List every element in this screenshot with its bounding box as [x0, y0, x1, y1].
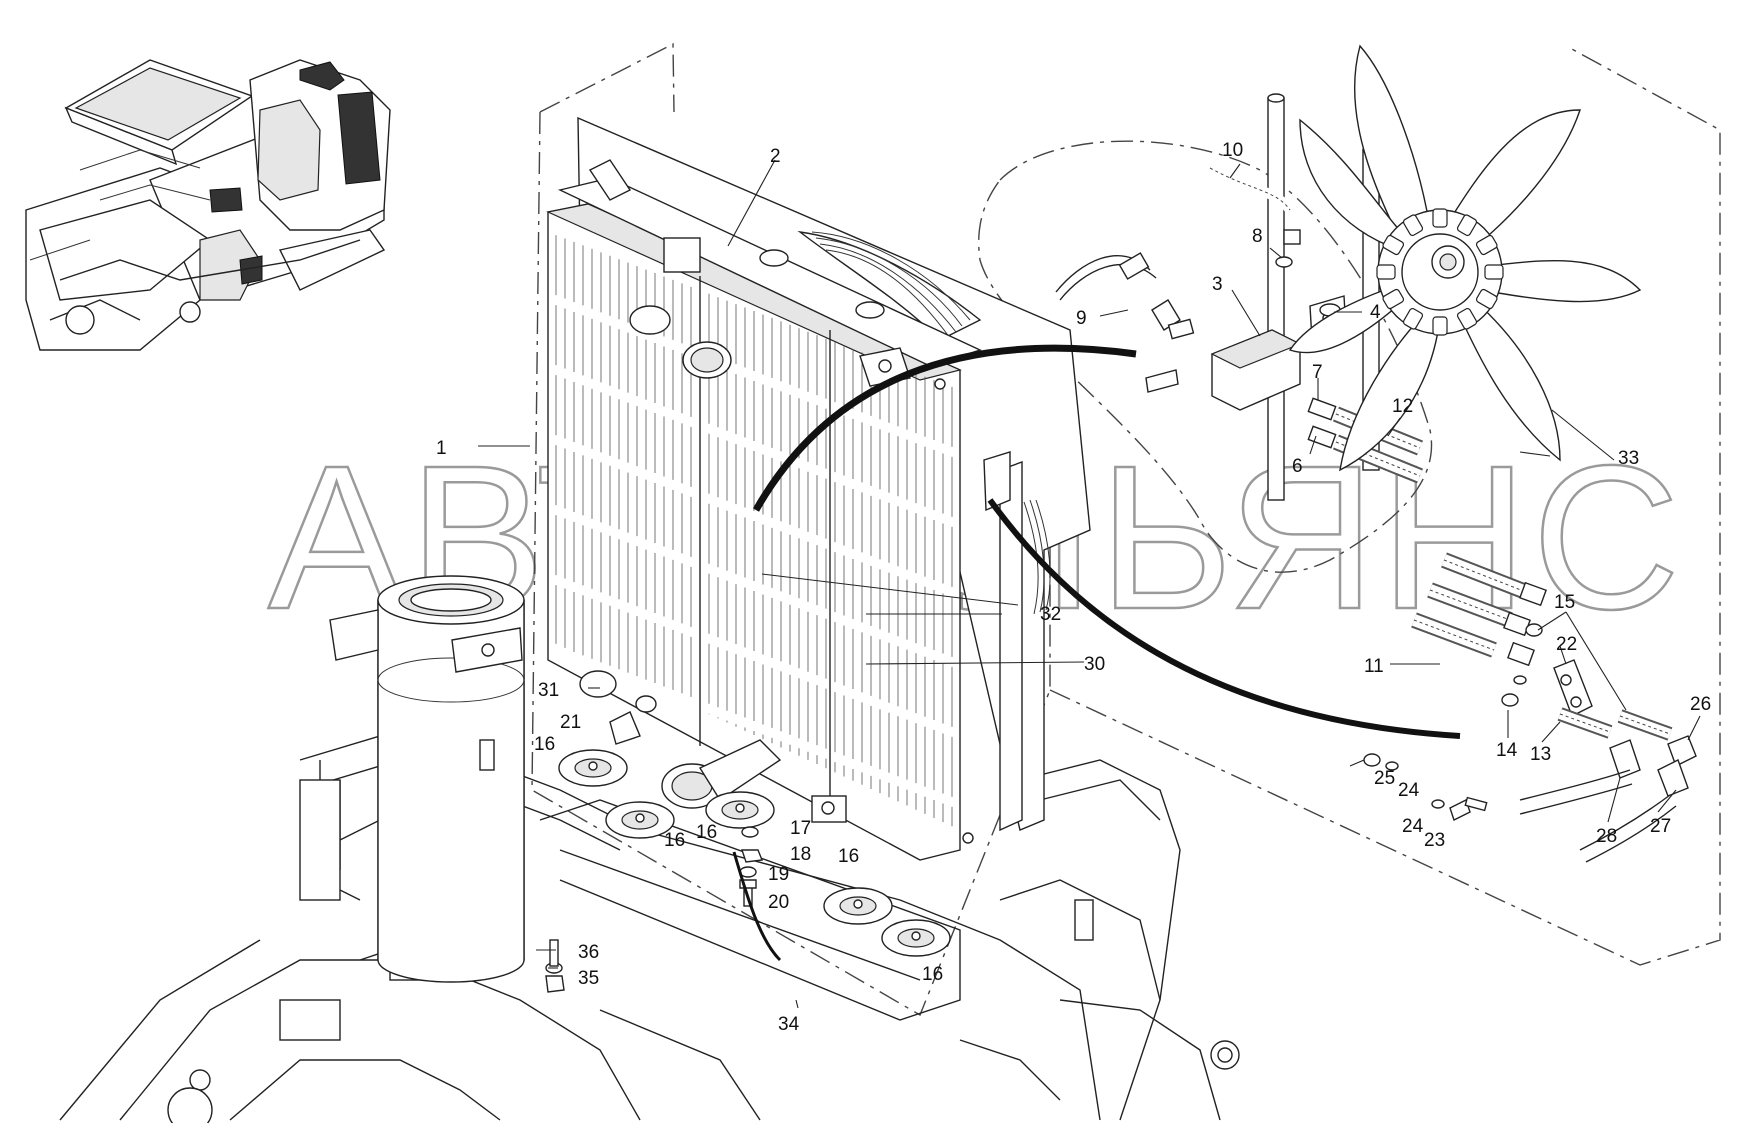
radiator-core-fins	[555, 235, 953, 827]
callout-9: 9	[1076, 308, 1087, 329]
callout-17: 17	[790, 818, 811, 839]
callout-15: 15	[1554, 592, 1575, 613]
frame-chassis	[59, 729, 1240, 1128]
callout-27: 27	[1650, 816, 1671, 837]
callout-16-b: 16	[664, 830, 685, 851]
machine-inset	[25, 59, 391, 351]
callout-31: 31	[538, 680, 559, 701]
fan-hub-lug	[1376, 264, 1396, 280]
callout-28: 28	[1596, 826, 1617, 847]
fan-hub-lug	[1432, 316, 1448, 336]
callout-23: 23	[1424, 830, 1445, 851]
callout-12: 12	[1392, 396, 1413, 417]
leader-lines	[478, 159, 1701, 1009]
callout-2: 2	[770, 146, 781, 167]
fan-hub-lug	[1402, 307, 1424, 330]
mount-pads	[558, 749, 951, 957]
fan-hub-lug	[1402, 214, 1424, 237]
callout-4: 4	[1370, 302, 1381, 323]
fan-impeller	[1288, 44, 1642, 472]
fan-hub-lug	[1456, 307, 1478, 330]
fan-hub-lug	[1456, 214, 1478, 237]
callout-33: 33	[1618, 448, 1639, 469]
callout-10: 10	[1222, 140, 1243, 161]
callout-32: 32	[1040, 604, 1061, 625]
callout-30: 30	[1084, 654, 1105, 675]
callout-16-e: 16	[922, 964, 943, 985]
callout-1: 1	[436, 438, 447, 459]
callout-18: 18	[790, 844, 811, 865]
callout-7: 7	[1312, 362, 1323, 383]
fan-hub-lug	[1432, 208, 1448, 228]
callout-24-b: 24	[1402, 816, 1424, 837]
callout-20: 20	[768, 892, 789, 913]
fan-hub-lug	[1484, 264, 1504, 280]
fan-hub-lug	[1475, 234, 1498, 256]
callout-25: 25	[1374, 768, 1395, 789]
callout-35: 35	[578, 968, 599, 989]
callout-21: 21	[560, 712, 581, 733]
callout-3: 3	[1212, 274, 1223, 295]
callout-16-d: 16	[838, 846, 859, 867]
callout-8: 8	[1252, 226, 1263, 247]
callout-26: 26	[1690, 694, 1711, 715]
callout-36: 36	[578, 942, 599, 963]
callout-labels: 1 2 3 4 6 7 8 9 10 11 12 13 14 15 16 16 …	[436, 140, 1711, 1035]
callout-16-a: 16	[534, 734, 555, 755]
callout-16-c: 16	[696, 822, 717, 843]
callout-19: 19	[768, 864, 789, 885]
callout-6: 6	[1292, 456, 1303, 477]
callout-22: 22	[1556, 634, 1577, 655]
callout-13: 13	[1530, 744, 1551, 765]
fan-hub-lug	[1475, 288, 1498, 310]
callout-34: 34	[778, 1014, 800, 1035]
callout-24-a: 24	[1398, 780, 1420, 801]
radiator-assembly	[546, 116, 1091, 861]
fan-guard	[811, 231, 1051, 615]
callout-14: 14	[1496, 740, 1518, 761]
fan-hub-lug	[1382, 234, 1405, 256]
steering-column	[329, 575, 525, 983]
fan-hub-lug	[1382, 288, 1405, 310]
callout-11: 11	[1364, 656, 1384, 677]
